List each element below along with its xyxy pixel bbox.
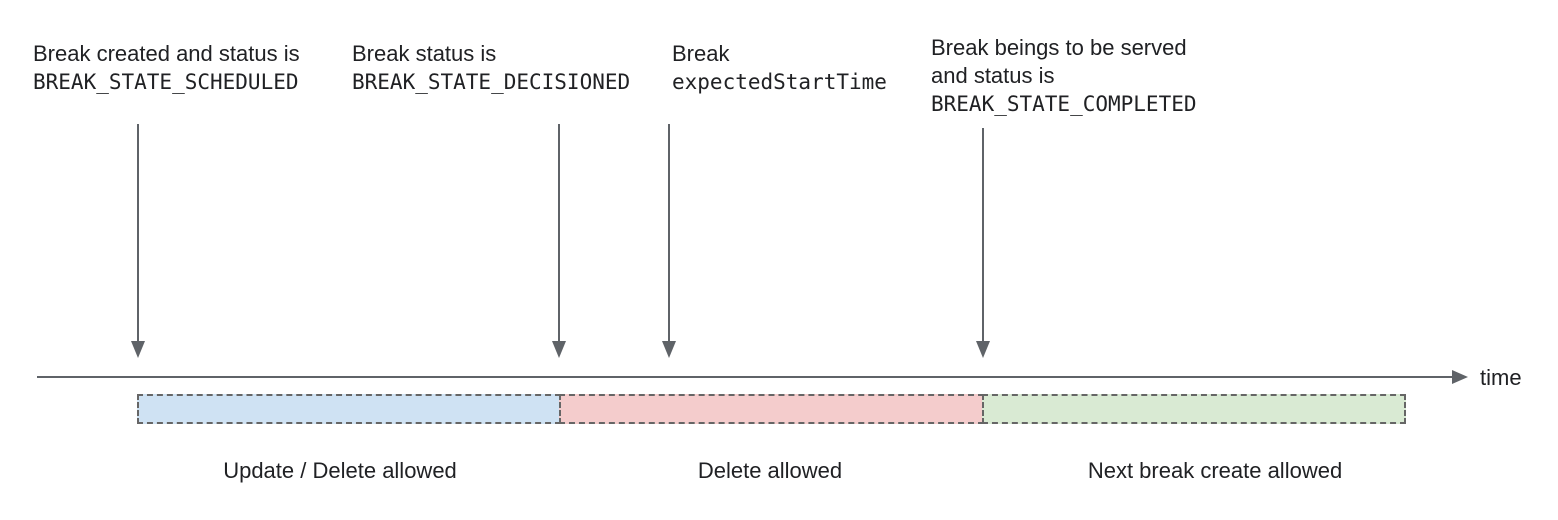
annotation-text: and status is: [931, 63, 1055, 88]
segment-label-next-break: Next break create allowed: [1087, 458, 1343, 483]
annotation-text: Break: [672, 41, 730, 66]
time-axis: [37, 376, 1452, 378]
annotation-break-decisioned: Break status is BREAK_STATE_DECISIONED: [352, 40, 630, 96]
time-axis-label: time: [1480, 365, 1522, 390]
segment-label-delete: Delete allowed: [697, 458, 843, 483]
annotation-break-completed: Break beings to be served and status is …: [931, 34, 1197, 118]
state-code: BREAK_STATE_DECISIONED: [352, 70, 631, 94]
segment-update-delete-allowed: [137, 394, 561, 424]
segment-next-break-create-allowed: [982, 394, 1406, 424]
right-arrow-icon: [1452, 370, 1468, 384]
annotation-expected-start-time: Break expectedStartTime: [672, 40, 887, 96]
state-code: expectedStartTime: [672, 70, 887, 94]
state-code: BREAK_STATE_SCHEDULED: [33, 70, 299, 94]
annotation-text: Break status is: [352, 41, 497, 66]
down-arrow-icon: [982, 128, 984, 341]
down-arrow-icon: [137, 124, 139, 341]
state-code: BREAK_STATE_COMPLETED: [931, 92, 1197, 116]
annotation-break-scheduled: Break created and status is BREAK_STATE_…: [33, 40, 300, 96]
down-arrow-icon: [558, 124, 560, 341]
down-arrow-icon: [668, 124, 670, 341]
segment-label-update-delete: Update / Delete allowed: [223, 458, 457, 483]
annotation-text: Break beings to be served: [931, 35, 1187, 60]
segment-delete-allowed: [559, 394, 984, 424]
annotation-text: Break created and status is: [33, 41, 300, 66]
